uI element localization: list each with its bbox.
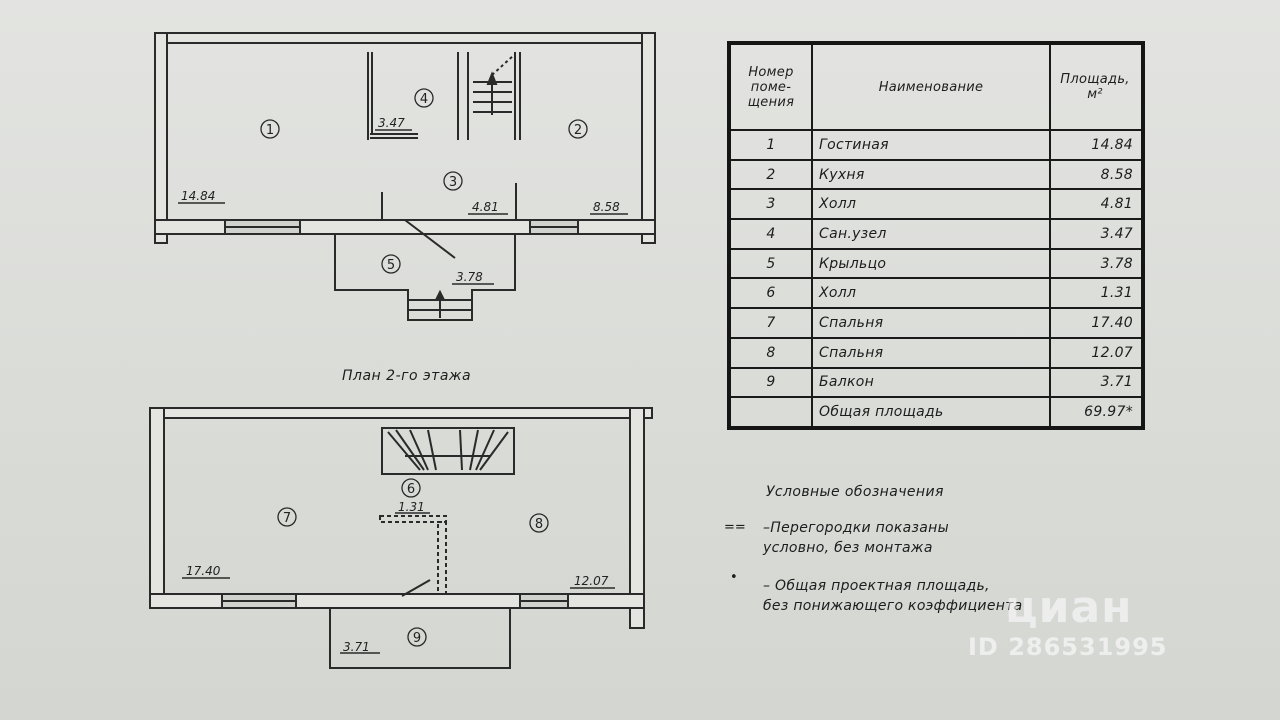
- header-number-line: поме-: [750, 79, 792, 95]
- header-area-line: м²: [1087, 87, 1103, 102]
- floor1-plan: [154, 32, 656, 321]
- row-name: Спальня: [811, 336, 1051, 369]
- room-1-number: 1: [266, 123, 274, 138]
- room-4-area: 3.47: [378, 116, 405, 130]
- room-3-number: 3: [449, 175, 457, 190]
- table-row: 2 Кухня 8.58: [728, 158, 1144, 191]
- row-name: Холл: [811, 277, 1051, 310]
- legend-text-partitions: –Перегородки показаны условно, без монта…: [763, 518, 949, 558]
- floor1-entry-door: [404, 219, 456, 259]
- floor1-wall-left: [154, 32, 168, 244]
- room-2-area: 8.58: [593, 200, 620, 214]
- legend-line: – Общая проектная площадь,: [763, 578, 990, 594]
- row-number: 8: [728, 336, 813, 369]
- legend-mark-partitions: ==: [724, 520, 746, 535]
- floor2-wall-right: [629, 407, 645, 629]
- room-2-number: 2: [574, 123, 582, 138]
- row-name: Балкон: [811, 366, 1051, 399]
- legend-mark-area: •: [730, 570, 738, 585]
- header-area: Площадь, м²: [1049, 42, 1144, 131]
- row-number: 3: [728, 188, 813, 221]
- row-name: Гостиная: [811, 129, 1051, 161]
- total-area: 69.97*: [1049, 396, 1144, 429]
- row-area: 14.84: [1049, 129, 1144, 161]
- floor1-porch: [334, 234, 516, 321]
- floor1-wall-top: [154, 32, 656, 44]
- room-6-number: 6: [407, 482, 415, 497]
- table-row: 4 Сан.узел 3.47: [728, 218, 1144, 250]
- header-number: Номер поме- щения: [728, 42, 813, 131]
- room-7-area: 17.40: [186, 564, 221, 578]
- legend-title: Условные обозначения: [766, 484, 944, 500]
- room-9-area: 3.71: [343, 640, 370, 654]
- table-row: 6 Холл 1.31: [728, 277, 1144, 310]
- watermark-id: ID 286531995: [968, 633, 1168, 661]
- floor2-door: [401, 579, 431, 597]
- floor2-wall-left: [149, 407, 165, 609]
- row-area: 3.78: [1049, 247, 1144, 280]
- table-row: 1 Гостиная 14.84: [728, 129, 1144, 161]
- room-explication-table: Номер поме- щения Наименование Площадь, …: [727, 41, 1145, 430]
- table-row: 3 Холл 4.81: [728, 188, 1144, 221]
- room-6-area: 1.31: [398, 500, 425, 514]
- header-number-line: Номер: [748, 64, 794, 80]
- row-number: 2: [728, 158, 813, 191]
- floor2-plan: [149, 407, 653, 669]
- room-1-area: 14.84: [181, 189, 215, 203]
- room-5-area: 3.78: [456, 270, 483, 284]
- header-area-line: Площадь,: [1060, 72, 1130, 87]
- row-name: Сан.узел: [811, 218, 1051, 250]
- room-4-number: 4: [420, 92, 428, 107]
- room-8-number: 8: [535, 517, 543, 532]
- table-row: 7 Спальня 17.40: [728, 307, 1144, 339]
- legend-line: условно, без монтажа: [763, 540, 933, 556]
- row-area: 3.47: [1049, 218, 1144, 250]
- row-name: Крыльцо: [811, 247, 1051, 280]
- floor1-stairs: [473, 54, 515, 115]
- total-number: [728, 396, 813, 429]
- row-number: 6: [728, 277, 813, 310]
- row-number: 1: [728, 129, 813, 161]
- row-number: 7: [728, 307, 813, 339]
- floor1-wall-right: [641, 32, 656, 244]
- row-area: 8.58: [1049, 158, 1144, 191]
- room-7-number: 7: [283, 511, 291, 526]
- legend-line: без понижающего коэффициента: [763, 598, 1023, 614]
- row-name: Кухня: [811, 158, 1051, 191]
- floor2-balcony: [329, 608, 511, 669]
- table-header-row: Номер поме- щения Наименование Площадь, …: [728, 42, 1144, 131]
- table-row: 9 Балкон 3.71: [728, 366, 1144, 399]
- row-number: 4: [728, 218, 813, 250]
- room-circles: [260, 88, 588, 647]
- table-total-row: Общая площадь 69.97*: [728, 396, 1144, 429]
- floor2-conditional-partitions: [379, 515, 447, 595]
- row-name: Спальня: [811, 307, 1051, 339]
- legend-text-area: – Общая проектная площадь, без понижающе…: [763, 576, 1023, 616]
- floor2-stairs: [381, 427, 515, 475]
- header-name: Наименование: [811, 42, 1051, 131]
- total-name: Общая площадь: [811, 396, 1051, 429]
- room-5-number: 5: [387, 258, 395, 273]
- table-row: 5 Крыльцо 3.78: [728, 247, 1144, 280]
- area-underlines: [178, 129, 628, 654]
- header-number-line: щения: [747, 94, 795, 110]
- row-area: 12.07: [1049, 336, 1144, 369]
- row-area: 1.31: [1049, 277, 1144, 310]
- legend-line: –Перегородки показаны: [763, 520, 949, 536]
- room-9-number: 9: [413, 631, 421, 646]
- floor2-wall-top: [149, 407, 653, 419]
- table-row: 8 Спальня 12.07: [728, 336, 1144, 369]
- floor2-caption: План 2-го этажа: [342, 368, 472, 384]
- row-area: 17.40: [1049, 307, 1144, 339]
- row-number: 9: [728, 366, 813, 399]
- row-number: 5: [728, 247, 813, 280]
- watermark-logo: циан: [1005, 582, 1133, 633]
- room-3-area: 4.81: [472, 200, 499, 214]
- row-name: Холл: [811, 188, 1051, 221]
- row-area: 4.81: [1049, 188, 1144, 221]
- row-area: 3.71: [1049, 366, 1144, 399]
- room-8-area: 12.07: [574, 574, 609, 588]
